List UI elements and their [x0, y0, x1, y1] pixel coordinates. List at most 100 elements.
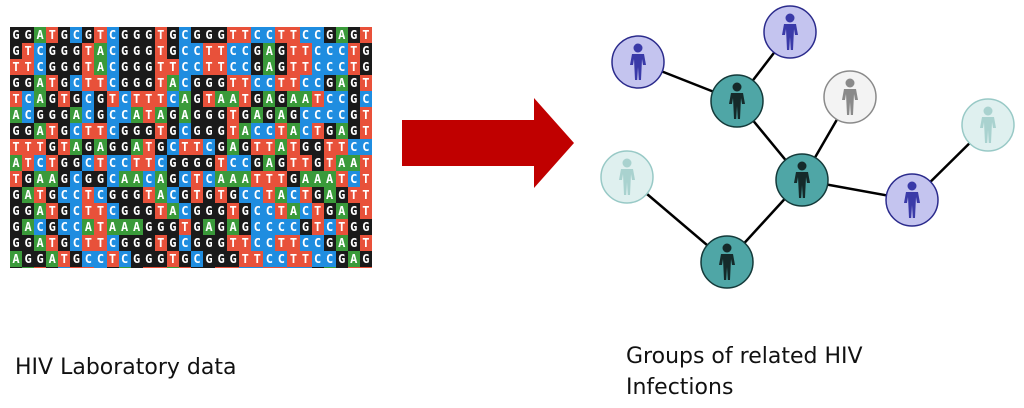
nucleotide: T	[347, 59, 360, 75]
nucleotide: T	[359, 267, 372, 268]
nucleotide: T	[263, 139, 276, 155]
nucleotide: A	[287, 123, 300, 139]
nucleotide: T	[142, 139, 155, 155]
nucleotide: G	[130, 235, 143, 251]
nucleotide: G	[142, 75, 155, 91]
nucleotide: T	[275, 123, 288, 139]
nucleotide: G	[347, 219, 360, 235]
nucleotide: C	[166, 139, 179, 155]
nucleotide: A	[10, 107, 23, 123]
nucleotide: C	[118, 251, 131, 267]
right-arrow-icon	[402, 98, 574, 188]
nucleotide: A	[154, 107, 167, 123]
nucleotide: G	[10, 43, 23, 59]
person-icon	[782, 24, 798, 50]
nucleotide: G	[154, 139, 167, 155]
nucleotide: T	[299, 43, 312, 59]
nucleotide: G	[10, 123, 23, 139]
nucleotide: A	[263, 43, 276, 59]
nucleotide: A	[227, 139, 240, 155]
nucleotide: G	[142, 203, 155, 219]
nucleotide: C	[94, 251, 107, 267]
nucleotide: T	[166, 59, 179, 75]
nucleotide: A	[275, 107, 288, 123]
nucleotide: T	[299, 155, 312, 171]
nucleotide: G	[142, 59, 155, 75]
nucleotide: T	[359, 203, 372, 219]
nucleotide: T	[263, 267, 276, 268]
nucleotide: A	[106, 219, 119, 235]
nucleotide: G	[130, 43, 143, 59]
sequence-row: GGATGCTTCGGGTACGGGTTCCTTCCGAGTTCCCTGG	[10, 75, 372, 91]
nucleotide: G	[46, 139, 59, 155]
nucleotide: T	[239, 251, 252, 267]
nucleotide: G	[347, 75, 360, 91]
person-icon	[845, 78, 855, 88]
nucleotide: G	[22, 235, 35, 251]
sequence-row: AGGATGCCTCGGGTGCGGGTTCCTTCCGAGTTCCCTG	[10, 251, 372, 267]
sequence-row: GATGCCTCGGGTACGTGTGCCTACTGAGTTCCCTGGA	[10, 187, 372, 203]
nucleotide: T	[154, 203, 167, 219]
nucleotide: G	[203, 75, 216, 91]
nucleotide: G	[22, 203, 35, 219]
nucleotide: G	[190, 155, 203, 171]
nucleotide: G	[142, 123, 155, 139]
nucleotide: G	[46, 267, 59, 268]
person-icon	[722, 243, 732, 253]
nucleotide: G	[58, 155, 71, 171]
nucleotide: G	[10, 235, 23, 251]
nucleotide: A	[275, 139, 288, 155]
nucleotide: T	[22, 43, 35, 59]
nucleotide: G	[335, 267, 348, 268]
nucleotide: T	[154, 75, 167, 91]
nucleotide: A	[239, 171, 252, 187]
nucleotide: G	[46, 59, 59, 75]
nucleotide: C	[299, 75, 312, 91]
nucleotide: G	[323, 203, 336, 219]
nucleotide: A	[70, 107, 83, 123]
nucleotide: T	[94, 123, 107, 139]
nucleotide: T	[154, 91, 167, 107]
sequence-row: GATGCTTCGAGTTATGGTTCCTTCCGAGTTCCCTGGA	[10, 267, 372, 268]
nucleotide: C	[263, 251, 276, 267]
nucleotide: G	[82, 139, 95, 155]
nucleotide: G	[178, 155, 191, 171]
nucleotide: T	[106, 251, 119, 267]
nucleotide: G	[58, 75, 71, 91]
nucleotide: T	[227, 27, 240, 43]
nucleotide: C	[323, 59, 336, 75]
nucleotide: G	[58, 107, 71, 123]
nucleotide: C	[359, 91, 372, 107]
nucleotide: G	[22, 251, 35, 267]
nucleotide: A	[227, 219, 240, 235]
nucleotide: C	[311, 107, 324, 123]
left-caption: HIV Laboratory data	[15, 355, 237, 380]
nucleotide: C	[34, 43, 47, 59]
sequence-row: GGATGCTTCGGGTGCGGGTACCTACTGAGTTCCCTGG	[10, 123, 372, 139]
nucleotide: T	[347, 43, 360, 59]
nucleotide: C	[275, 219, 288, 235]
nucleotide: A	[287, 91, 300, 107]
nucleotide: G	[190, 75, 203, 91]
nucleotide: G	[22, 123, 35, 139]
person-node-pale-teal	[600, 150, 654, 204]
nucleotide: C	[239, 43, 252, 59]
nucleotide: G	[203, 251, 216, 267]
nucleotide: G	[323, 123, 336, 139]
nucleotide: G	[215, 203, 228, 219]
nucleotide: G	[190, 235, 203, 251]
nucleotide: A	[130, 107, 143, 123]
nucleotide: G	[46, 43, 59, 59]
nucleotide: T	[275, 267, 288, 268]
nucleotide: A	[263, 59, 276, 75]
nucleotide: C	[106, 171, 119, 187]
nucleotide: C	[34, 59, 47, 75]
nucleotide: T	[287, 235, 300, 251]
nucleotide: G	[359, 59, 372, 75]
nucleotide: C	[335, 107, 348, 123]
nucleotide: A	[178, 91, 191, 107]
person-icon	[842, 89, 858, 115]
nucleotide: T	[70, 267, 83, 268]
nucleotide: T	[215, 267, 228, 268]
nucleotide: C	[227, 59, 240, 75]
